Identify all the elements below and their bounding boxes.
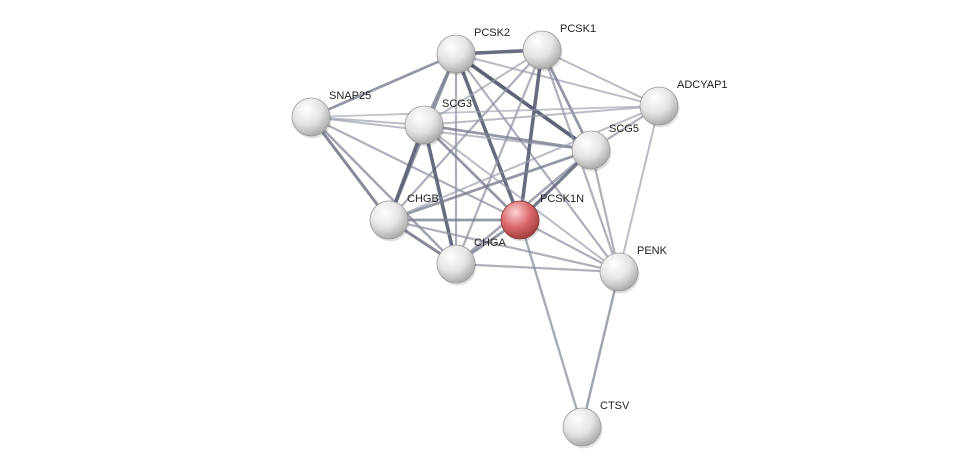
- node-chga[interactable]: CHGA: [436, 237, 506, 286]
- edge-chgb-adcyap1: [388, 105, 660, 221]
- protein-sphere-icon[interactable]: [562, 407, 602, 447]
- protein-sphere-icon[interactable]: [436, 34, 476, 74]
- node-label-penk: PENK: [637, 245, 668, 257]
- node-snap25[interactable]: SNAP25: [291, 90, 371, 139]
- node-chgb[interactable]: CHGB: [369, 193, 439, 242]
- node-label-pcsk2: PCSK2: [474, 27, 510, 39]
- edge-pcsk2-snap25: [309, 52, 458, 119]
- protein-sphere-icon[interactable]: [522, 30, 562, 70]
- edge-scg3-adcyap1: [423, 105, 660, 126]
- node-scg5[interactable]: SCG5: [571, 123, 639, 172]
- protein-sphere-icon[interactable]: [369, 200, 409, 240]
- protein-sphere-icon[interactable]: [291, 97, 331, 137]
- edge-pcsk2-penk: [454, 52, 621, 274]
- edge-scg3-penk: [423, 124, 620, 273]
- node-pcsk2[interactable]: PCSK2: [436, 27, 510, 76]
- node-pcsk1[interactable]: PCSK1: [522, 23, 596, 72]
- protein-sphere-icon[interactable]: [639, 86, 679, 126]
- node-label-scg5: SCG5: [609, 123, 639, 135]
- protein-sphere-icon[interactable]: [599, 252, 639, 292]
- edge-chgb-scg5: [387, 148, 593, 222]
- edge-snap25-scg5: [310, 116, 592, 151]
- node-scg3[interactable]: SCG3: [404, 98, 472, 147]
- node-label-chgb: CHGB: [407, 193, 439, 205]
- edge-pcsk1n-ctsv: [518, 218, 584, 429]
- edge-penk-ctsv: [580, 270, 621, 429]
- edge-pcsk2-scg5: [454, 52, 593, 152]
- protein-sphere-icon[interactable]: [404, 105, 444, 145]
- edge-pcsk1-chga: [454, 48, 544, 266]
- node-ctsv[interactable]: CTSV: [562, 400, 630, 449]
- edge-snap25-adcyap1: [310, 105, 660, 118]
- protein-sphere-icon[interactable]: [436, 244, 476, 284]
- edge-scg5-penk: [589, 148, 621, 274]
- edge-pcsk1-adcyap1: [541, 49, 660, 107]
- node-label-ctsv: CTSV: [600, 400, 630, 412]
- node-label-chga: CHGA: [474, 237, 506, 249]
- protein-sphere-icon[interactable]: [571, 130, 611, 170]
- edge-snap25-chga: [309, 115, 458, 266]
- edge-scg3-chga: [422, 123, 458, 266]
- node-penk[interactable]: PENK: [599, 245, 668, 294]
- edge-snap25-chgb: [309, 115, 391, 222]
- node-label-pcsk1: PCSK1: [560, 23, 596, 35]
- node-adcyap1[interactable]: ADCYAP1: [639, 79, 728, 128]
- node-label-adcyap1: ADCYAP1: [677, 79, 728, 91]
- edge-chgb-penk: [387, 218, 621, 274]
- edge-chga-penk: [454, 262, 621, 274]
- edge-snap25-pcsk1n: [309, 115, 522, 222]
- node-pcsk1n[interactable]: PCSK1N: [500, 193, 584, 242]
- node-label-snap25: SNAP25: [329, 90, 371, 102]
- protein-sphere-icon[interactable]: [500, 200, 540, 240]
- node-label-scg3: SCG3: [442, 98, 472, 110]
- node-label-pcsk1n: PCSK1N: [540, 193, 584, 205]
- edge-penk-adcyap1: [618, 105, 660, 273]
- edge-scg3-pcsk1n: [422, 123, 522, 222]
- edge-pcsk1-pcsk1n: [518, 48, 544, 222]
